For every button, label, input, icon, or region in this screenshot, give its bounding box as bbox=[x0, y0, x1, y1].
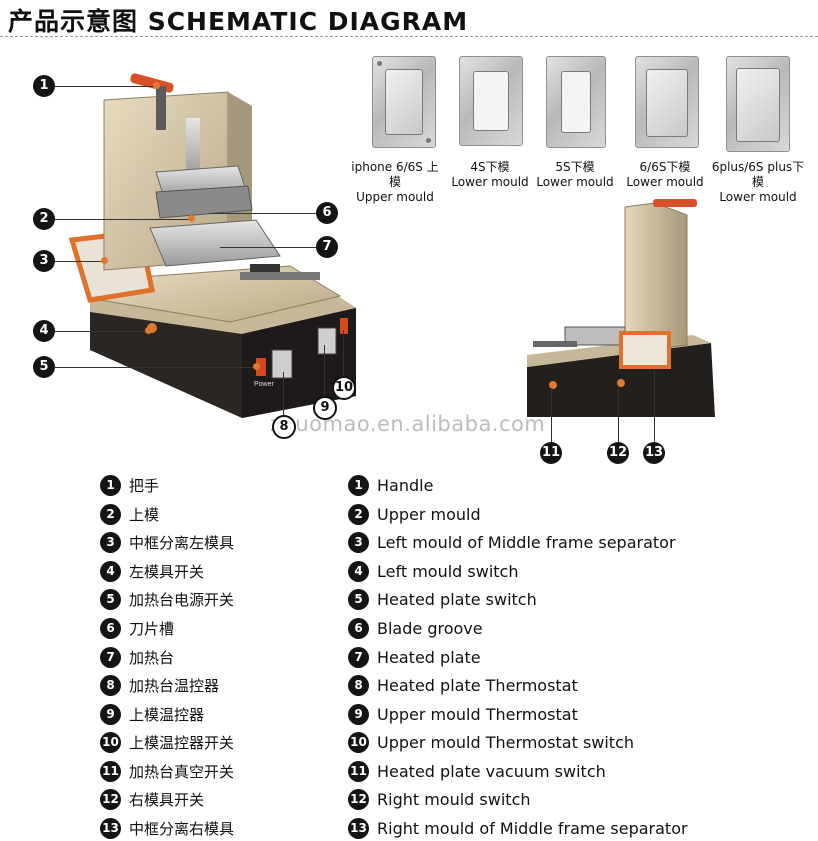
callout-2: 2 bbox=[33, 208, 55, 230]
mould-image-4s-lower bbox=[459, 56, 523, 146]
callout-3: 3 bbox=[33, 250, 55, 272]
callout-13-leader bbox=[654, 370, 655, 442]
callout-10: 10 bbox=[332, 376, 356, 400]
callout-12: 12 bbox=[607, 442, 629, 464]
callout-6-leader bbox=[210, 213, 316, 214]
mould-image-6-lower bbox=[635, 56, 699, 148]
callout-9: 9 bbox=[313, 396, 337, 420]
mould-image-5s-lower bbox=[546, 56, 606, 148]
callout-9-leader bbox=[324, 345, 325, 396]
power-switch-label: Power bbox=[254, 381, 275, 388]
callout-7-leader bbox=[220, 247, 316, 248]
callout-4: 4 bbox=[33, 320, 55, 342]
callout-11: 11 bbox=[540, 442, 562, 464]
callout-5: 5 bbox=[33, 356, 55, 378]
page-title: 产品示意图 SCHEMATIC DIAGRAM bbox=[8, 7, 469, 36]
mould-image-iphone6-upper bbox=[372, 56, 436, 148]
machine-front-illustration: Power bbox=[68, 73, 356, 418]
callout-2-target bbox=[188, 215, 195, 222]
callout-4-leader bbox=[55, 331, 147, 332]
callout-4-target bbox=[145, 327, 152, 334]
callout-1-leader bbox=[55, 86, 155, 87]
callout-13: 13 bbox=[643, 442, 665, 464]
callout-5-leader bbox=[55, 367, 255, 368]
callout-3-target bbox=[101, 257, 108, 264]
callout-1-target bbox=[153, 82, 160, 89]
callout-3-leader bbox=[55, 261, 103, 262]
mould-image-6plus-lower bbox=[726, 56, 790, 152]
title-divider bbox=[0, 36, 818, 37]
callout-8-leader bbox=[283, 372, 284, 415]
callout-6: 6 bbox=[316, 202, 338, 224]
machine-side-illustration bbox=[527, 199, 715, 417]
watermark: zhuomao.en.alibaba.com bbox=[270, 412, 546, 436]
callout-7: 7 bbox=[316, 236, 338, 258]
callout-11-leader bbox=[551, 388, 552, 442]
callout-2-leader bbox=[55, 219, 190, 220]
callout-10-leader bbox=[343, 330, 344, 376]
callout-1: 1 bbox=[33, 75, 55, 97]
callout-8: 8 bbox=[272, 415, 296, 439]
callout-12-leader bbox=[618, 386, 619, 442]
callout-5-target bbox=[253, 363, 260, 370]
